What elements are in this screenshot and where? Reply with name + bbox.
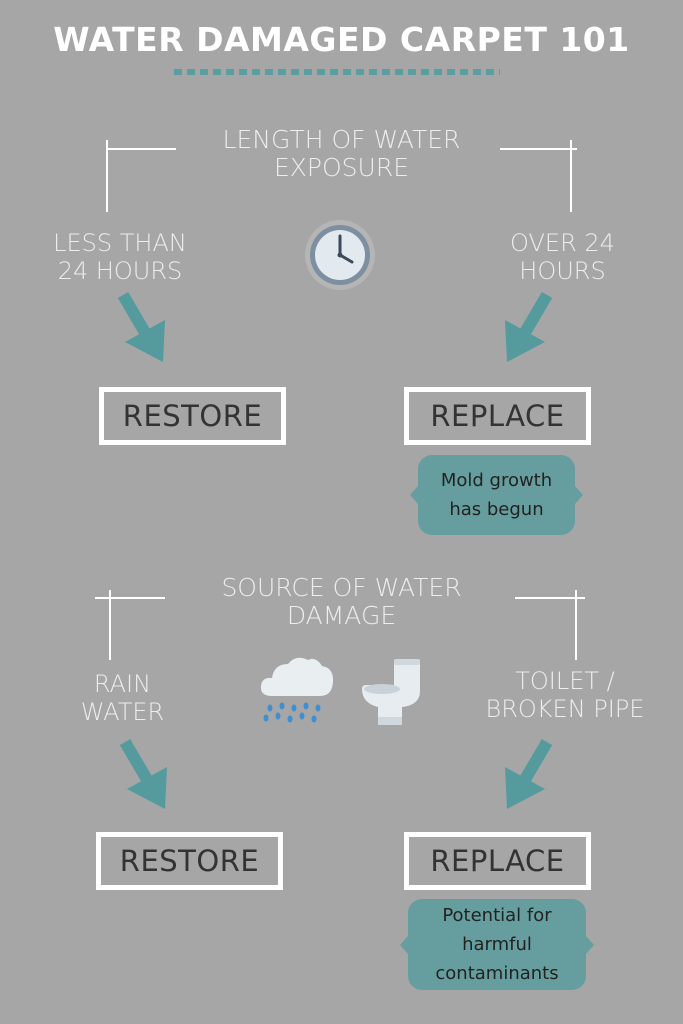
section2-note-line1: Potential for [442, 905, 552, 926]
section1-note-line2: has begun [449, 499, 544, 520]
section1-left-branch: LESS THAN 24 HOURS [30, 229, 210, 285]
section1-left-bracket-v [106, 140, 108, 212]
section1-note-line1: Mold growth [440, 470, 553, 491]
section1-left-line1: LESS THAN [53, 229, 187, 257]
section2-right-line2: BROKEN PIPE [485, 695, 645, 723]
section2-right-bracket-v [575, 590, 577, 660]
section1-heading-line2: EXPOSURE [273, 153, 409, 182]
section2-note-line2: harmful [462, 934, 532, 955]
section2-left-bracket-h [95, 597, 165, 599]
clock-icon [304, 219, 376, 291]
toilet-icon [358, 655, 426, 727]
section2-left-arrow-icon [117, 737, 172, 812]
section2-right-line1: TOILET / [515, 667, 615, 695]
section2-note: Potential for harmful contaminants [400, 899, 594, 990]
section2-left-line1: RAIN [93, 670, 152, 698]
section1-right-line2: HOURS [519, 257, 606, 285]
section1-right-line1: OVER 24 [510, 229, 615, 257]
section2-heading-line2: DAMAGE [286, 601, 397, 630]
rain-cloud-icon [258, 652, 336, 728]
section2-right-bracket-h [515, 597, 585, 599]
section1-right-arrow-icon [500, 290, 555, 365]
section2-note-line3: contaminants [435, 963, 559, 984]
section1-right-bracket-h [500, 148, 577, 150]
section2-right-arrow-icon [500, 737, 555, 812]
section1-right-branch: OVER 24 HOURS [480, 229, 645, 285]
section2-left-bracket-v [109, 590, 111, 660]
section2-restore-box: RESTORE [96, 832, 283, 890]
section2-left-line2: WATER [80, 698, 165, 726]
section2-right-branch: TOILET / BROKEN PIPE [470, 667, 660, 723]
section1-left-bracket-h [106, 148, 176, 150]
section2-left-branch: RAIN WATER [40, 670, 205, 726]
section1-heading: LENGTH OF WATER EXPOSURE [160, 126, 523, 182]
section1-restore-box: RESTORE [99, 387, 286, 445]
section1-heading-line1: LENGTH OF WATER [222, 125, 461, 154]
section1-replace-box: REPLACE [404, 387, 591, 445]
section2-heading: SOURCE OF WATER DAMAGE [160, 574, 523, 630]
section1-right-bracket-v [570, 140, 572, 212]
section2-heading-line1: SOURCE OF WATER [221, 573, 462, 602]
section1-left-line2: 24 HOURS [57, 257, 183, 285]
section1-left-arrow-icon [115, 290, 170, 365]
page-title: WATER DAMAGED CARPET 101 [53, 20, 630, 59]
section2-replace-box: REPLACE [404, 832, 591, 890]
section1-note: Mold growth has begun [410, 455, 583, 535]
title-dotted-rule [174, 69, 500, 75]
